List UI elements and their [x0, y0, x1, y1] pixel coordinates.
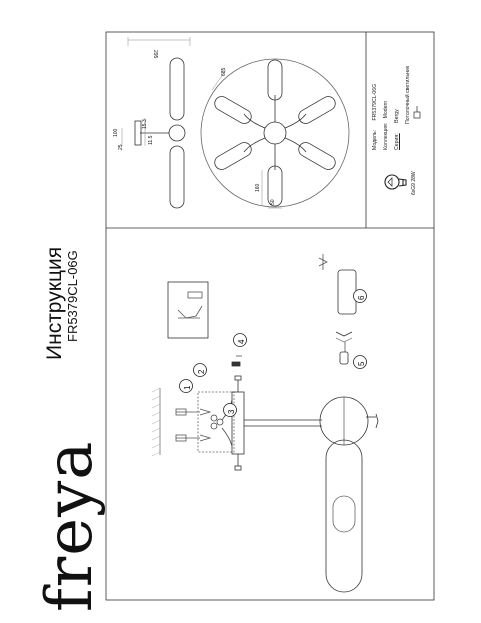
info-series-label: Серия:	[394, 133, 400, 150]
brand-logo: freya	[33, 440, 107, 612]
step-label-1: 1	[183, 385, 192, 390]
step-circles	[179, 289, 367, 417]
info-model-label: Модель:	[372, 129, 378, 150]
step-circle-1	[179, 379, 193, 393]
step-label-6: 6	[357, 295, 366, 300]
info-model-row: Модель: FR5379CL-06G	[372, 84, 378, 150]
side-view-drawing	[121, 37, 191, 209]
arm-upper-right	[284, 96, 336, 129]
arm-top	[267, 59, 283, 122]
dim-diameter: 685	[221, 67, 227, 76]
model-code: FR5379CL-06G	[65, 250, 80, 342]
step-label-2: 2	[197, 369, 206, 374]
arm-lower-left	[214, 137, 266, 170]
step-circle-5	[353, 355, 367, 369]
info-type-row: Потолочный светильник	[405, 66, 411, 124]
step-circle-6	[353, 289, 367, 303]
step-circle-3	[223, 403, 237, 417]
info-collection-value: Modern	[383, 100, 389, 119]
info-series-row: Серия: Bergy	[394, 109, 400, 150]
arm-upper-left	[214, 96, 266, 129]
step-label-4: 4	[237, 339, 246, 344]
bulb-spec: 6xG9 28W	[411, 171, 417, 195]
dim-length: 160	[255, 183, 261, 192]
step-label-5: 5	[357, 361, 366, 366]
center-hub	[263, 121, 287, 145]
step-circle-4	[233, 333, 247, 347]
dim-153: 15.3	[142, 119, 148, 129]
step-label-3: 3	[227, 409, 236, 414]
dim-25: 25	[118, 144, 124, 150]
dim-width-top: 295	[152, 50, 158, 59]
info-collection-row: Коллекция: Modern	[383, 101, 389, 150]
info-collection-label: Коллекция:	[383, 122, 389, 150]
installation-drawing	[151, 254, 379, 593]
info-icon-glyph	[413, 106, 421, 119]
dim-113: 11.5	[148, 135, 154, 145]
page-title: Инструкция	[43, 246, 66, 360]
info-model-value: FR5379CL-06G	[372, 83, 378, 121]
dim-height-side: 100	[113, 128, 119, 137]
info-series-value: Bergy	[394, 109, 400, 123]
page-frame	[105, 31, 435, 601]
top-view-drawing	[200, 58, 350, 209]
dim-50: 50	[270, 199, 276, 205]
outline-circle	[200, 58, 350, 208]
arm-bottom	[267, 144, 283, 207]
step-circle-2	[193, 363, 207, 377]
bulb-icon	[384, 174, 407, 190]
info-type-value: Потолочный светильник	[405, 65, 411, 124]
arm-lower-right	[284, 137, 336, 170]
